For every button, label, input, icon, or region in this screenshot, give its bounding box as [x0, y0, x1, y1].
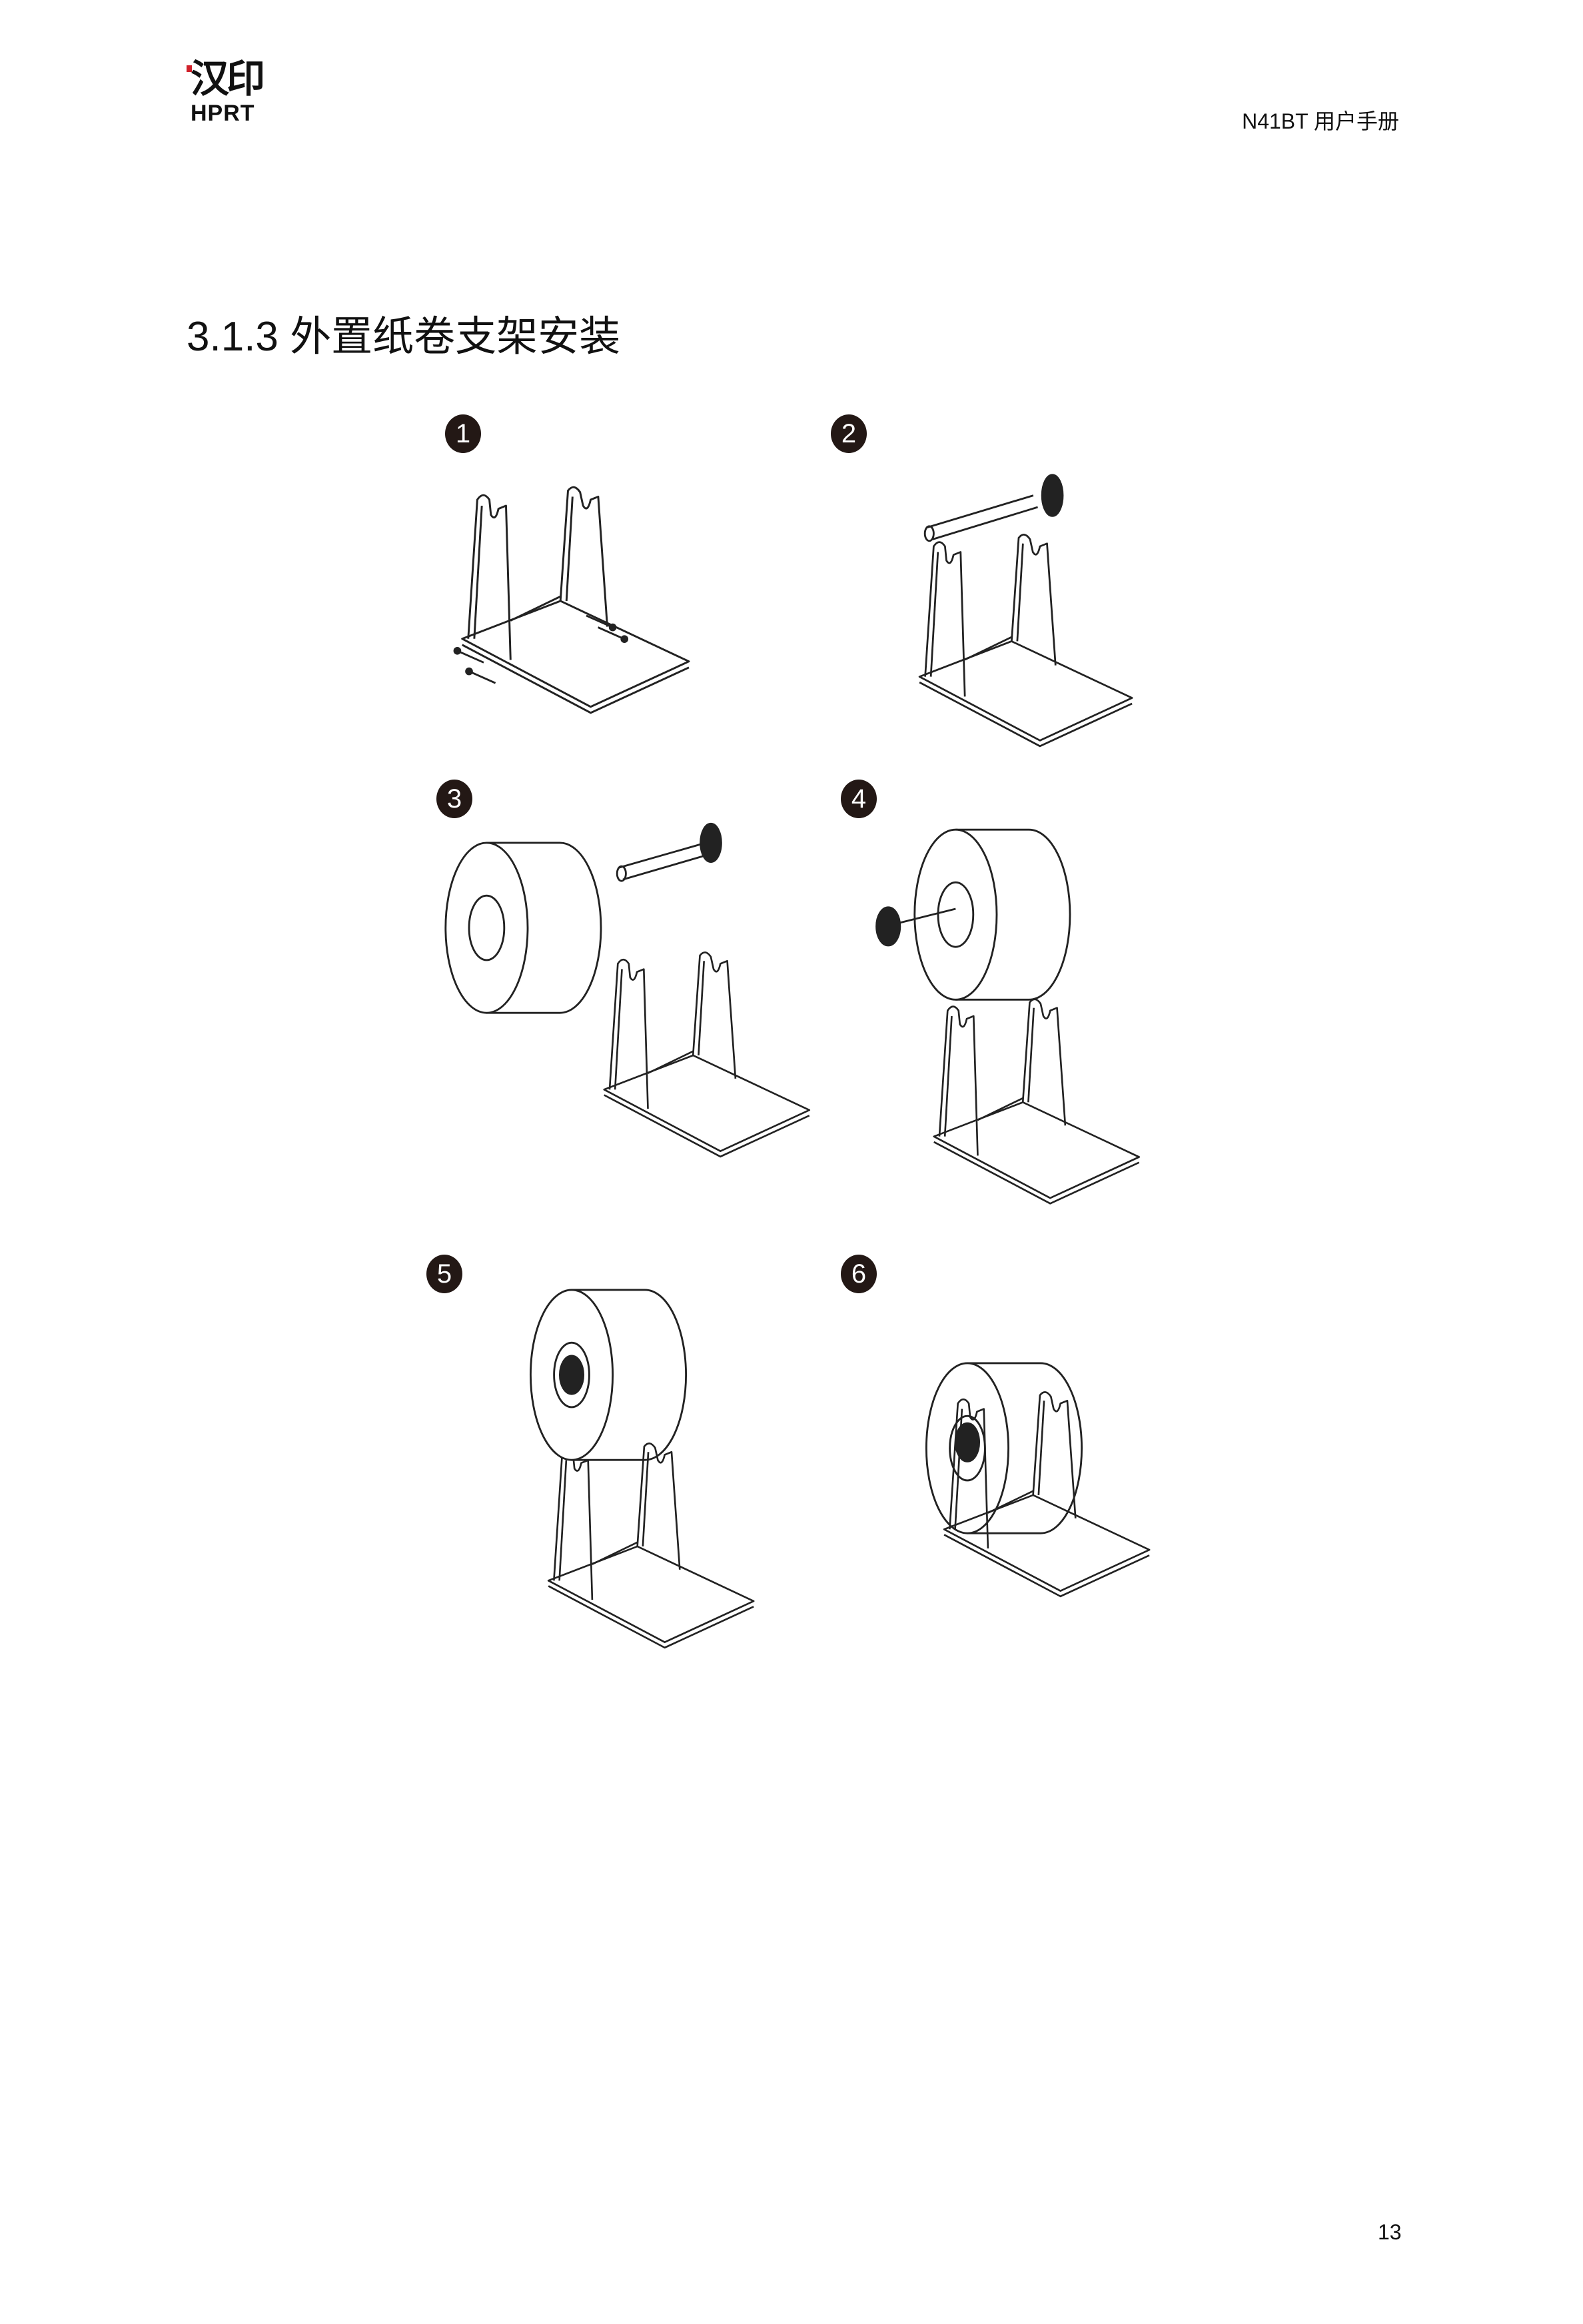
step-6-illustration: [925, 1362, 1151, 1598]
step-badge-4: 4: [841, 780, 877, 818]
page-number: 13: [1378, 2220, 1402, 2244]
step-3-illustration: [444, 822, 811, 1158]
step-5-illustration: [529, 1289, 755, 1649]
manual-title: N41BT 用户手册: [1242, 109, 1399, 133]
logo-accent: [187, 65, 192, 72]
logo-chinese: 汉印: [191, 56, 265, 101]
logo-english: HPRT: [191, 101, 255, 126]
step-2-illustration: [918, 474, 1133, 748]
step-4-illustration: [875, 828, 1141, 1205]
step-badge-5: 5: [426, 1255, 462, 1293]
section-heading: 3.1.3 外置纸卷支架安装: [187, 314, 621, 360]
step-badge-3: 3: [436, 780, 472, 818]
step-badge-2: 2: [831, 414, 867, 453]
hprt-logo: 汉印 HPRT: [187, 56, 270, 127]
step-badge-1: 1: [445, 414, 481, 453]
step-1-illustration: [453, 486, 690, 714]
step-badge-6: 6: [841, 1255, 877, 1293]
